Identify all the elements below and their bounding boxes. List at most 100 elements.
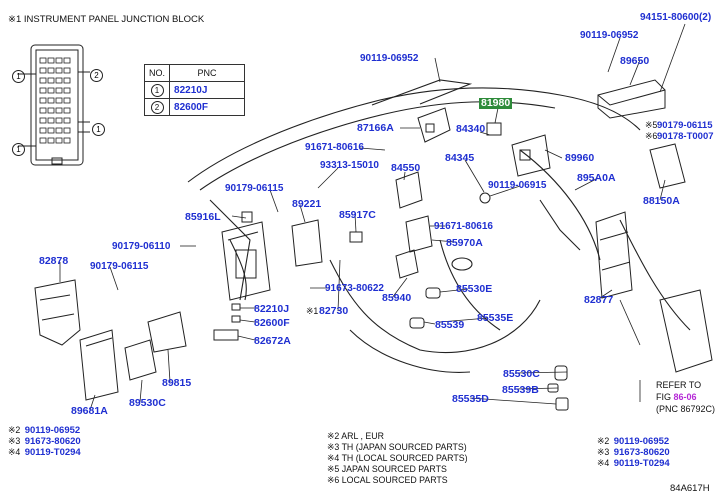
part-label-82672A[interactable]: 82672A	[254, 335, 291, 347]
part-label-89221[interactable]: 89221	[292, 198, 322, 210]
part-label-91671-80616-b[interactable]: 91671-80616	[434, 221, 493, 232]
part-82600F-shape	[231, 315, 241, 323]
part-label-89960[interactable]: 89960	[565, 152, 595, 164]
part-label-85530C[interactable]: 85530C	[503, 368, 540, 380]
leader-line	[544, 149, 563, 159]
part-85535D-shape	[555, 397, 569, 411]
leader-line	[464, 159, 485, 193]
part-label-91673-80622[interactable]: 91673-80622	[325, 283, 384, 294]
part-label-90119-06952-top[interactable]: 90119-06952	[580, 30, 639, 41]
leader-line	[659, 179, 666, 201]
part-ecu-right-shape	[659, 289, 713, 373]
part-label-bl-0[interactable]: 90119-06952	[24, 425, 81, 436]
part-label-90179-06115-b[interactable]: 90179-06115	[90, 261, 149, 272]
leader-line	[167, 349, 171, 383]
part-label-89681A[interactable]: 89681A	[71, 405, 108, 417]
part-89815-shape	[147, 311, 187, 353]
part-label-br-2[interactable]: 90119-T0294	[613, 458, 670, 469]
part-81980-shape	[486, 122, 502, 136]
leader-line	[423, 321, 436, 325]
leader-line	[317, 167, 339, 189]
part-label-89530C[interactable]: 89530C	[129, 397, 166, 409]
part-85917C-shape	[349, 231, 363, 243]
leader-line	[139, 379, 143, 403]
part-label-85530E[interactable]: 85530E	[456, 283, 493, 295]
part-label-85535E[interactable]: 85535E	[477, 312, 514, 324]
leader-line	[489, 185, 521, 197]
part-89681A-shape	[79, 329, 119, 401]
part-label-87166A[interactable]: 87166A	[357, 122, 394, 134]
part-label-84340[interactable]: 84340	[456, 123, 486, 135]
mark-82730: ※1	[306, 306, 319, 316]
pnc-table: NO. PNC 1 82210J 2 82600F	[143, 64, 246, 116]
refer-to-link[interactable]: 86-06	[673, 392, 697, 402]
part-label-85940[interactable]: 85940	[382, 292, 412, 304]
leader-line	[231, 215, 247, 219]
part-87166A-shape	[417, 107, 451, 143]
part-89960-shape	[511, 134, 551, 177]
table-cell-pnc[interactable]: 82600F	[169, 98, 246, 116]
part-82878-shape	[34, 279, 81, 346]
leader-line	[391, 277, 408, 299]
part-label-bl-1[interactable]: 91673-80620	[24, 436, 81, 447]
part-label-91671-80616-a[interactable]: 91671-80616	[305, 142, 364, 153]
part-label-82210J[interactable]: 82210J	[254, 303, 290, 315]
leader-line	[239, 319, 256, 323]
part-label-90179-06115-note5[interactable]: 90179-06115	[657, 120, 713, 131]
leader-line	[269, 189, 279, 213]
legend-item: ※2 ARL , EUR	[327, 431, 384, 441]
part-label-85539B[interactable]: 85539B	[502, 384, 539, 396]
part-84345-shape	[479, 192, 491, 204]
part-85539-shape	[409, 317, 425, 329]
part-label-93313-15010[interactable]: 93313-15010	[320, 160, 379, 171]
part-label-85535D[interactable]: 85535D	[452, 393, 489, 405]
part-label-90119-06915[interactable]: 90119-06915	[488, 180, 547, 191]
part-label-81980[interactable]: 81980	[479, 97, 513, 109]
part-label-90179-06110[interactable]: 90179-06110	[112, 241, 171, 252]
legend: ※2 ARL , EUR ※3 TH (JAPAN SOURCED PARTS)…	[327, 432, 468, 487]
legend-item: ※3 TH (JAPAN SOURCED PARTS)	[327, 442, 467, 452]
part-label-94151-80600[interactable]: 94151-80600(2)	[640, 12, 712, 23]
part-label-82730[interactable]: 82730	[319, 305, 349, 317]
part-label-88150A[interactable]: 88150A	[643, 195, 680, 207]
leader-line	[354, 213, 357, 233]
part-label-85970A[interactable]: 85970A	[446, 237, 483, 249]
table-cell-pnc[interactable]: 82210J	[169, 81, 246, 99]
part-label-89815[interactable]: 89815	[162, 377, 192, 389]
part-label-84345[interactable]: 84345	[445, 152, 475, 164]
part-label-90179-06115-a[interactable]: 90179-06115	[225, 183, 284, 194]
part-label-895A0A[interactable]: 895A0A	[577, 172, 616, 184]
table-header-no: NO.	[143, 64, 171, 82]
leader-line	[337, 259, 341, 312]
leader-line	[469, 397, 557, 405]
part-junction-box-shape	[221, 221, 271, 301]
callout-1-bottom: 1	[12, 140, 25, 156]
part-label-br-0[interactable]: 90119-06952	[613, 436, 670, 447]
leader-line	[439, 317, 489, 323]
part-label-85917C[interactable]: 85917C	[339, 209, 376, 221]
callout-1-right: 1	[92, 120, 105, 136]
junction-block-title: ※1 INSTRUMENT PANEL JUNCTION BLOCK	[8, 14, 205, 25]
leader-line	[574, 177, 599, 191]
part-85970A-shape	[405, 215, 433, 253]
part-label-90178-T0007[interactable]: 90178-T0007	[657, 131, 714, 142]
part-82877-shape	[595, 211, 633, 299]
callout-1-top: 1	[12, 67, 25, 83]
part-label-85539[interactable]: 85539	[435, 319, 465, 331]
part-label-90119-06952-left[interactable]: 90119-06952	[360, 53, 419, 64]
part-89530C-shape	[124, 339, 157, 381]
bottom-right-list: ※2 90119-06952 ※3 91673-80620 ※4 90119-T…	[597, 436, 670, 469]
part-label-82600F[interactable]: 82600F	[254, 317, 290, 329]
part-label-82878[interactable]: 82878	[39, 255, 69, 267]
part-label-82877[interactable]: 82877	[584, 294, 614, 306]
part-82672A-shape	[213, 329, 239, 341]
part-label-85916L[interactable]: 85916L	[185, 211, 221, 223]
part-label-89650[interactable]: 89650	[620, 55, 650, 67]
part-label-bl-2[interactable]: 90119-T0294	[24, 447, 81, 458]
part-85940-shape	[395, 249, 419, 279]
part-label-84550[interactable]: 84550	[391, 162, 421, 174]
part-89221-shape	[291, 219, 323, 267]
refer-to-line3: (PNC 86792C)	[656, 404, 716, 414]
part-89650-shape	[597, 79, 666, 119]
part-label-br-1[interactable]: 91673-80620	[613, 447, 670, 458]
